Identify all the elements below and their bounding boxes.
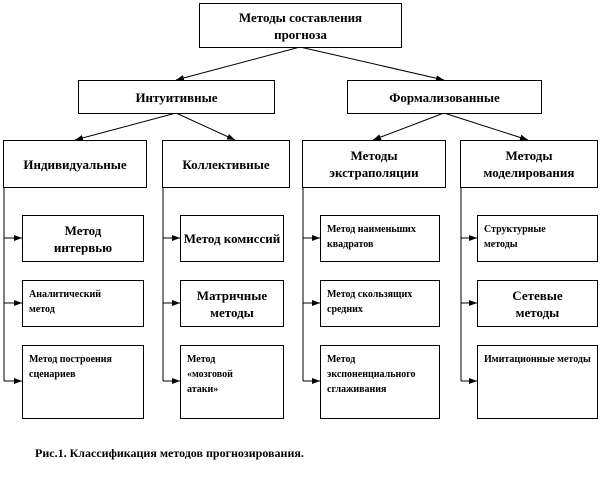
method-label: Матричные методы bbox=[196, 287, 268, 320]
exp-smoothing-box: Метод экспоненциального сглаживания bbox=[320, 345, 440, 419]
matrix-methods-box: Матричные методы bbox=[180, 280, 284, 327]
individual-label: Индивидуальные bbox=[23, 156, 127, 172]
arrow-intuitive-individual bbox=[74, 112, 177, 141]
interview-method-box: Метод интервью bbox=[22, 215, 144, 262]
arrow-intuitive-collective bbox=[175, 112, 236, 141]
formal-box: Формализованные bbox=[347, 80, 542, 114]
network-methods-box: Сетевые методы bbox=[477, 280, 598, 327]
collective-label: Коллективные bbox=[182, 156, 270, 172]
method-label: Структурные методы bbox=[484, 224, 546, 250]
extrapolation-label: Методы экстраполяции bbox=[329, 148, 419, 180]
modeling-label: Методы моделирования bbox=[483, 148, 575, 180]
structural-methods-box: Структурные методы bbox=[477, 215, 598, 262]
arrow-root-formal bbox=[299, 46, 445, 82]
intuitive-label: Интуитивные bbox=[135, 89, 218, 105]
method-label: Метод скользящих средних bbox=[327, 289, 413, 315]
method-label: Метод экспоненциального сглаживания bbox=[327, 354, 416, 395]
method-label: Метод наименьших квадратов bbox=[327, 224, 416, 250]
moving-average-box: Метод скользящих средних bbox=[320, 280, 440, 327]
formal-label: Формализованные bbox=[389, 89, 500, 105]
arrow-formal-extrapolation bbox=[372, 112, 445, 141]
method-label: Метод «мозговой атаки» bbox=[187, 354, 233, 395]
intuitive-box: Интуитивные bbox=[78, 80, 275, 114]
simulation-methods-box: Имитационные методы bbox=[477, 345, 598, 419]
method-label: Аналитический метод bbox=[29, 289, 102, 315]
collective-box: Коллективные bbox=[162, 140, 290, 188]
method-label: Сетевые методы bbox=[512, 287, 563, 320]
method-label: Метод построения сценариев bbox=[29, 354, 112, 380]
extrapolation-box: Методы экстраполяции bbox=[302, 140, 446, 188]
modeling-box: Методы моделирования bbox=[460, 140, 598, 188]
method-label: Метод интервью bbox=[53, 222, 113, 255]
commission-method-box: Метод комиссий bbox=[180, 215, 284, 262]
analytical-method-box: Аналитический метод bbox=[22, 280, 144, 327]
least-squares-box: Метод наименьших квадратов bbox=[320, 215, 440, 262]
method-label: Имитационные методы bbox=[484, 354, 591, 365]
arrow-formal-modeling bbox=[443, 112, 529, 141]
arrow-root-intuitive bbox=[175, 46, 301, 81]
figure-caption: Рис.1. Классификация методов прогнозиров… bbox=[35, 446, 304, 460]
scenario-method-box: Метод построения сценариев bbox=[22, 345, 144, 419]
brainstorm-method-box: Метод «мозговой атаки» bbox=[180, 345, 284, 419]
root-box: Методы составления прогноза bbox=[199, 3, 402, 48]
root-label: Методы составления прогноза bbox=[238, 9, 363, 42]
individual-box: Индивидуальные bbox=[3, 140, 147, 188]
method-label: Метод комиссий bbox=[183, 231, 281, 246]
